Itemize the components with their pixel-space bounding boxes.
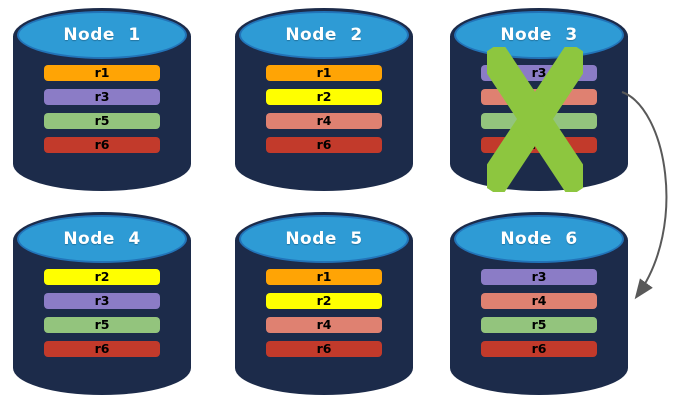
record-bar: r5 <box>481 317 597 333</box>
cylinder-top: Node 1 <box>17 11 187 59</box>
record-bar: r2 <box>44 269 160 285</box>
record-bar: r4 <box>481 293 597 309</box>
record-bar: r3 <box>44 89 160 105</box>
record-bar: r6 <box>266 341 382 357</box>
record-list: r1 r2 r4 r6 <box>235 65 413 153</box>
node-5: Node 5 r1 r2 r4 r6 <box>235 212 413 395</box>
node-2: Node 2 r1 r2 r4 r6 <box>235 8 413 191</box>
record-bar: r6 <box>266 137 382 153</box>
cylinder-top: Node 4 <box>17 215 187 263</box>
node-title: Node 2 <box>285 25 363 45</box>
record-list: r2 r3 r5 r6 <box>13 269 191 357</box>
record-list: r3 r4 r5 r6 <box>450 269 628 357</box>
node-title: Node 1 <box>63 25 141 45</box>
record-bar: r4 <box>266 317 382 333</box>
failure-x-icon <box>487 47 583 192</box>
record-bar: r6 <box>44 341 160 357</box>
cylinder-top: Node 5 <box>239 215 409 263</box>
record-bar: r1 <box>266 269 382 285</box>
record-bar: r2 <box>266 89 382 105</box>
node-title: Node 4 <box>63 229 141 249</box>
record-bar: r6 <box>481 341 597 357</box>
cylinder-top: Node 6 <box>454 215 624 263</box>
record-bar: r3 <box>481 269 597 285</box>
node-1: Node 1 r1 r3 r5 r6 <box>13 8 191 191</box>
record-bar: r6 <box>44 137 160 153</box>
record-bar: r2 <box>266 293 382 309</box>
node-title: Node 5 <box>285 229 363 249</box>
cylinder-top: Node 3 <box>454 11 624 59</box>
record-bar: r5 <box>44 113 160 129</box>
record-list: r1 r3 r5 r6 <box>13 65 191 153</box>
record-bar: r1 <box>44 65 160 81</box>
record-bar: r4 <box>266 113 382 129</box>
node-6: Node 6 r3 r4 r5 r6 <box>450 212 628 395</box>
x-leg <box>487 47 583 192</box>
node-4: Node 4 r2 r3 r5 r6 <box>13 212 191 395</box>
record-bar: r3 <box>44 293 160 309</box>
record-list: r1 r2 r4 r6 <box>235 269 413 357</box>
node-title: Node 6 <box>500 229 578 249</box>
arrow-path <box>621 91 668 300</box>
cylinder-top: Node 2 <box>239 11 409 59</box>
record-bar: r5 <box>44 317 160 333</box>
record-bar: r1 <box>266 65 382 81</box>
node-title: Node 3 <box>500 25 578 45</box>
